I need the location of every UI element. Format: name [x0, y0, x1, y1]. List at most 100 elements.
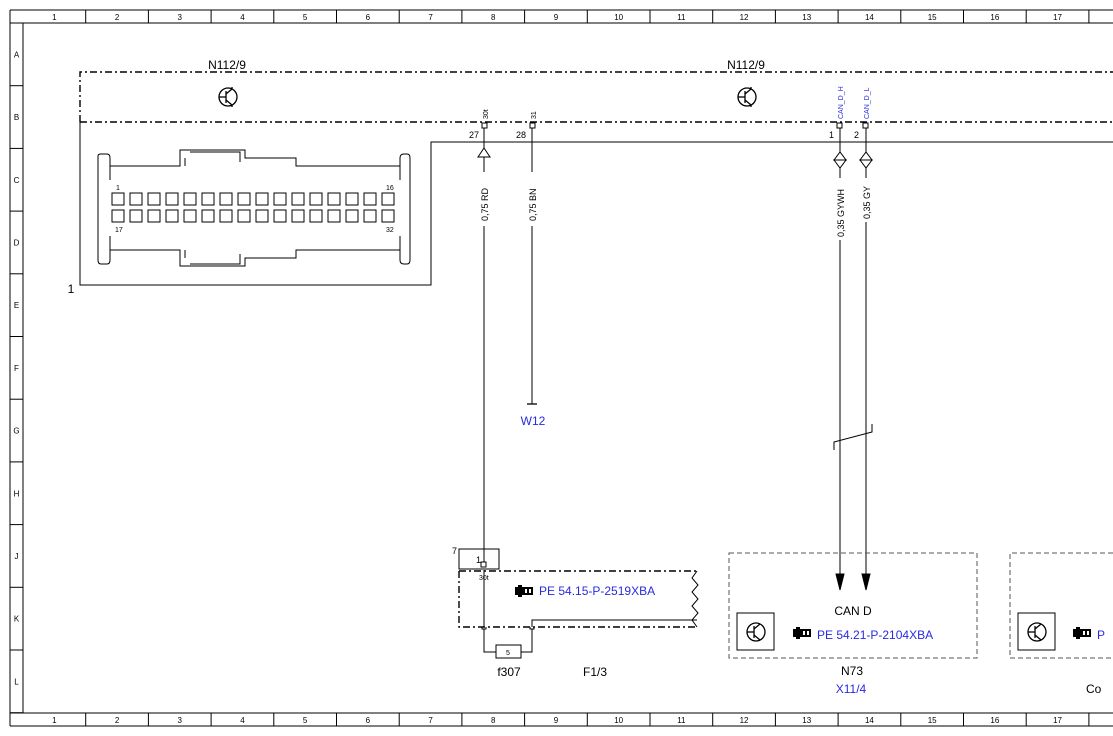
- grid-column-number: 17: [1053, 716, 1062, 725]
- wire-label-rd: 0,75 RD: [480, 187, 490, 221]
- grid-column-number: 9: [554, 716, 559, 725]
- grid-column-number: 15: [928, 13, 937, 22]
- partial-module[interactable]: [1009, 552, 1113, 659]
- fuse-value: 5: [506, 650, 510, 657]
- grid-row-letter: G: [13, 427, 19, 436]
- grid-column-number: 14: [865, 13, 874, 22]
- can-module-label: N73: [841, 664, 863, 678]
- wire-label-gy: 0,35 GY: [862, 186, 872, 219]
- connector-pin-cell: [147, 209, 161, 223]
- connector-pin-cell: [129, 192, 143, 206]
- connector-pin-cell: [219, 192, 233, 206]
- grid-column-number: 8: [491, 716, 496, 725]
- connector-pin-32: 32: [386, 227, 394, 234]
- grid-column-number: 12: [740, 13, 749, 22]
- control-unit-left-label: N112/9: [208, 58, 246, 72]
- connector-pin-cell: [273, 192, 287, 206]
- grid-column-ticks: [85, 10, 1090, 726]
- pin-28-terminal: 31: [531, 111, 538, 119]
- connector-pin-cell: [183, 192, 197, 206]
- grid-row-letter: E: [14, 301, 19, 310]
- connector-callout: 1: [68, 282, 75, 296]
- connector-pin-cell: [111, 209, 125, 223]
- connector-pin-cell: [291, 209, 305, 223]
- fuse-box-callout: 7: [452, 546, 457, 556]
- grid-column-number: 10: [614, 716, 623, 725]
- grid-row-letter: B: [14, 113, 19, 122]
- connector-pin-cell: [255, 209, 269, 223]
- connector-pin-cell: [219, 209, 233, 223]
- pin-2-terminal: CAN_D_L: [864, 87, 871, 119]
- pointing-hand-icon: [1073, 627, 1091, 639]
- grid-column-number: 12: [740, 716, 749, 725]
- wire-0-75-rd[interactable]: [477, 128, 491, 562]
- wire-0-35-gywh[interactable]: [833, 128, 847, 591]
- grid-column-number: 6: [366, 13, 371, 22]
- pin-1-terminal: CAN_D_H: [838, 86, 845, 119]
- connector-pin-cell: [363, 209, 377, 223]
- partial-module-ref-link[interactable]: P: [1097, 628, 1105, 642]
- connector-pin-cell: [309, 192, 323, 206]
- pointing-hand-icon: [793, 627, 811, 639]
- connector-pin-cell: [345, 209, 359, 223]
- connector-outline: [79, 122, 1113, 286]
- wire-label-gywh: 0,35 GYWH: [836, 189, 846, 237]
- grid-column-number: 14: [865, 716, 874, 725]
- grid-column-number: 3: [178, 13, 183, 22]
- grid-column-number: 13: [802, 716, 811, 725]
- control-unit-right-label: N112/9: [727, 58, 765, 72]
- connector-pin-cell: [327, 192, 341, 206]
- grid-row-letter: F: [14, 364, 19, 373]
- module-n73[interactable]: [728, 552, 978, 659]
- grid-column-number: 5: [303, 13, 308, 22]
- grid-column-number: 13: [802, 13, 811, 22]
- grid-row-letter: H: [14, 489, 20, 498]
- connector-pin-cell: [165, 209, 179, 223]
- partial-module-label: Co: [1086, 682, 1102, 696]
- grid-column-number: 16: [990, 13, 999, 22]
- connector-pin-cell: [129, 209, 143, 223]
- grid-column-number: 10: [614, 13, 623, 22]
- connector-pin-cell: [273, 209, 287, 223]
- connector-pin-cell: [201, 192, 215, 206]
- grid-row-letter: D: [14, 238, 20, 247]
- connector-pin-cell: [363, 192, 377, 206]
- pin-27-number: 27: [469, 130, 479, 140]
- grid-row-letter: J: [15, 552, 19, 561]
- connector-pin-cell: [111, 192, 125, 206]
- fuse-f307: [481, 570, 697, 659]
- pin-1-number: 1: [829, 130, 834, 140]
- grid-column-number: 17: [1053, 13, 1062, 22]
- pin-2-can-l: 2 CAN_D_L: [854, 87, 871, 140]
- wire-0-75-bn[interactable]: [527, 128, 537, 405]
- can-module-connector-link[interactable]: X11/4: [836, 682, 867, 696]
- pin-27: 27 30t: [469, 109, 490, 140]
- connector-pin-cell: [291, 192, 305, 206]
- grid-column-number: 6: [366, 716, 371, 725]
- fuse-box-pin: 1: [476, 555, 481, 565]
- can-module-ref-link[interactable]: PE 54.21-P-2104XBA: [817, 628, 933, 642]
- twisted-pair-icon: [833, 424, 873, 450]
- fuse-box-f1-3[interactable]: [458, 548, 699, 628]
- can-bus-label: CAN D: [834, 604, 872, 618]
- grid-column-number: 11: [677, 13, 686, 22]
- fuse-box-ref-link[interactable]: PE 54.15-P-2519XBA: [539, 584, 655, 598]
- wire-0-35-gy[interactable]: [859, 128, 873, 591]
- connector-pin-17: 17: [115, 227, 123, 234]
- transistor-icon: [1027, 622, 1047, 642]
- fuse-label: f307: [497, 665, 521, 679]
- connector-pin-cell: [237, 192, 251, 206]
- control-unit-n112-9[interactable]: [79, 71, 1113, 123]
- grid-column-number: 4: [240, 716, 245, 725]
- connector-pin-first: 1: [116, 185, 120, 192]
- connector-pin-cell: [327, 209, 341, 223]
- connector-plug-icon: [97, 149, 411, 267]
- ground-point-w12-link[interactable]: W12: [521, 414, 546, 428]
- grid-column-number: 1: [52, 716, 57, 725]
- transistor-icon: [218, 87, 238, 107]
- pin-28: 28 31: [516, 111, 538, 140]
- grid-column-number: 8: [491, 13, 496, 22]
